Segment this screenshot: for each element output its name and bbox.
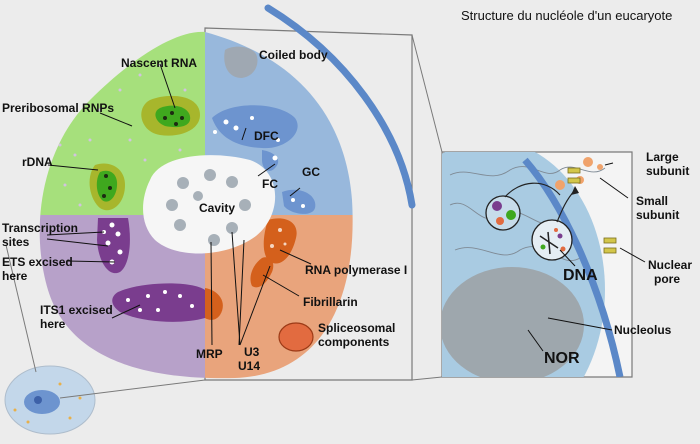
label-fibrillarin: Fibrillarin — [303, 295, 358, 309]
label-dna: DNA — [563, 267, 598, 284]
nuclear-pore-upper — [567, 167, 581, 184]
coiled-body — [224, 46, 258, 78]
fc-dot — [272, 155, 278, 161]
nor-region — [442, 267, 584, 377]
spliceosomal-blob — [278, 322, 314, 352]
dna-dot — [557, 233, 563, 239]
label-rdna: rDNA — [22, 155, 53, 169]
zoom-connector — [411, 34, 443, 153]
label-coiled-body: Coiled body — [259, 48, 328, 62]
dna-dot — [554, 228, 558, 232]
label-its1-line1: ITS1 excised — [40, 303, 113, 317]
export-arrow — [504, 182, 561, 198]
green-rdna-core — [96, 170, 118, 202]
transcription-dot — [496, 217, 504, 225]
label-nor: NOR — [544, 350, 580, 367]
orange-pol-blob-lower — [250, 257, 274, 288]
label-large-subunit-line2: subunit — [646, 164, 689, 178]
large-subunit-particle — [583, 157, 593, 167]
label-gc: GC — [302, 165, 320, 179]
green-nascent-core — [155, 105, 191, 128]
diagram-title: Structure du nucléole d'un eucaryote — [461, 8, 672, 23]
label-nucleolus: Nucleolus — [614, 323, 672, 337]
thumbnail-dots — [13, 382, 82, 424]
orange-blob-dots — [270, 228, 287, 248]
fc-blob — [262, 150, 279, 171]
thumbnail-nucleolus — [24, 390, 60, 414]
label-ets-line1: ETS excised — [2, 255, 73, 269]
transcription-dot — [506, 210, 516, 220]
orange-its-blob — [205, 288, 223, 320]
dna-dot — [560, 246, 566, 252]
label-preribosomal-rnps: Preribosomal RNPs — [2, 101, 114, 115]
label-rna-polymerase: RNA polymerase I — [305, 263, 407, 277]
purple-blob-dots — [102, 222, 123, 265]
dfc-blob — [212, 105, 298, 149]
label-nascent-rna: Nascent RNA — [121, 56, 197, 70]
label-small-subunit-line1: Small — [636, 194, 668, 208]
label-small-subunit-line2: subunit — [636, 208, 679, 222]
label-spliceosomal-line1: Spliceosomal — [318, 321, 395, 335]
label-transcription-sites-line2: sites — [2, 235, 30, 249]
arrow-head — [571, 186, 579, 195]
nascent-rna-stars — [163, 111, 184, 126]
label-large-subunit-line1: Large — [646, 150, 679, 164]
purple-its-dots — [126, 290, 194, 312]
label-cavity: Cavity — [199, 201, 235, 215]
cavity-spheres — [166, 169, 251, 246]
dna-circle — [531, 219, 573, 261]
chromatin-strand — [454, 246, 581, 261]
label-mrp: MRP — [196, 347, 223, 361]
label-fc: FC — [262, 177, 278, 191]
label-its1-line2: here — [40, 317, 66, 331]
small-subunit-particle — [555, 180, 565, 190]
dna-dot — [540, 244, 546, 250]
label-dfc: DFC — [254, 129, 279, 143]
label-u14: U14 — [238, 359, 260, 373]
dfc-dots — [213, 116, 280, 142]
thumbnail-connector — [5, 244, 37, 373]
label-nuclear-pore-line2: pore — [654, 272, 680, 286]
leader-lines — [46, 63, 646, 352]
orange-pol-blob-upper — [263, 218, 297, 264]
label-u3: U3 — [244, 345, 260, 359]
nuclear-pore-lower — [603, 237, 617, 254]
nuclear-envelope-curve — [264, 4, 416, 209]
purple-its-blob — [112, 283, 205, 322]
large-subunit-particle — [597, 164, 603, 170]
label-nuclear-pore-line1: Nuclear — [648, 258, 692, 272]
label-transcription-sites-line1: Transcription — [2, 221, 78, 235]
thumbnail-connector — [59, 379, 206, 399]
label-ets-line2: here — [2, 269, 28, 283]
rdna-stars — [102, 174, 112, 198]
dna-strand — [547, 231, 551, 255]
nuclear-envelope — [522, 157, 624, 377]
zoom-connector — [411, 376, 443, 381]
transcription-dot — [492, 201, 502, 211]
label-spliceosomal-line2: components — [318, 335, 390, 349]
thumbnail-core — [34, 396, 42, 404]
gc-dots — [291, 198, 305, 208]
